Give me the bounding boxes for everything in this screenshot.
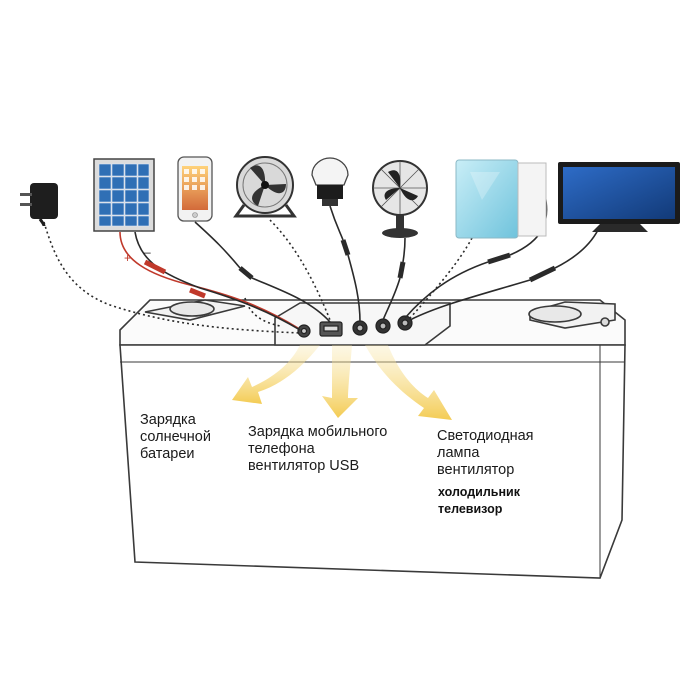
label-led-lamp-line-2: лампа <box>437 445 480 461</box>
battery <box>119 299 626 579</box>
desk-fan-icon <box>372 160 428 238</box>
label-solar-charging: Зарядка солнечной батареи <box>140 412 211 463</box>
floor-fan-icon <box>233 156 297 218</box>
smartphone-icon <box>177 156 213 222</box>
label-solar-charging-line-2: солнечной <box>140 429 211 445</box>
output-arrows <box>232 345 452 420</box>
mini-fridge-icon <box>455 159 547 239</box>
label-fridge: холодильник <box>438 485 520 499</box>
arrow-led-lamp <box>365 345 452 420</box>
label-fridge-tv: холодильник телевизор <box>438 485 520 517</box>
wire-television <box>554 229 599 269</box>
label-solar-charging-line-3: батареи <box>140 446 195 462</box>
right-terminal <box>528 301 616 329</box>
wall-charger-icon <box>20 183 58 227</box>
solar-panel-icon <box>93 158 155 232</box>
label-phone-charging-line-1: Зарядка мобильного <box>248 424 388 440</box>
label-phone-charging: Зарядка мобильного телефона вентилятор U… <box>248 424 387 475</box>
wire-minus-sign: – <box>144 245 151 259</box>
wire-desk-fan <box>402 237 406 263</box>
label-solar-charging-line-1: Зарядка <box>140 412 196 428</box>
led-bulb-icon <box>311 157 349 206</box>
label-led-lamp-line-1: Светодиодная <box>437 428 534 444</box>
wire-solar-red <box>119 231 299 329</box>
label-phone-charging-line-3: вентилятор USB <box>248 458 360 474</box>
label-led-lamp-line-3: вентилятор <box>437 462 515 478</box>
wire-floor-fan <box>269 219 331 321</box>
wire-plus-sign: + <box>124 251 131 265</box>
arrow-solar-charging <box>232 345 320 404</box>
label-tv: телевизор <box>438 502 503 516</box>
wire-solar-black <box>134 231 301 331</box>
wire-led-bulb <box>329 205 344 241</box>
label-phone-charging-line-2: телефона <box>248 441 315 457</box>
arrow-phone-charging <box>322 345 358 418</box>
label-led-lamp: Светодиодная лампа вентилятор <box>437 428 534 479</box>
television-icon <box>558 162 680 232</box>
wire-phone <box>194 221 241 269</box>
left-terminal <box>144 299 246 321</box>
